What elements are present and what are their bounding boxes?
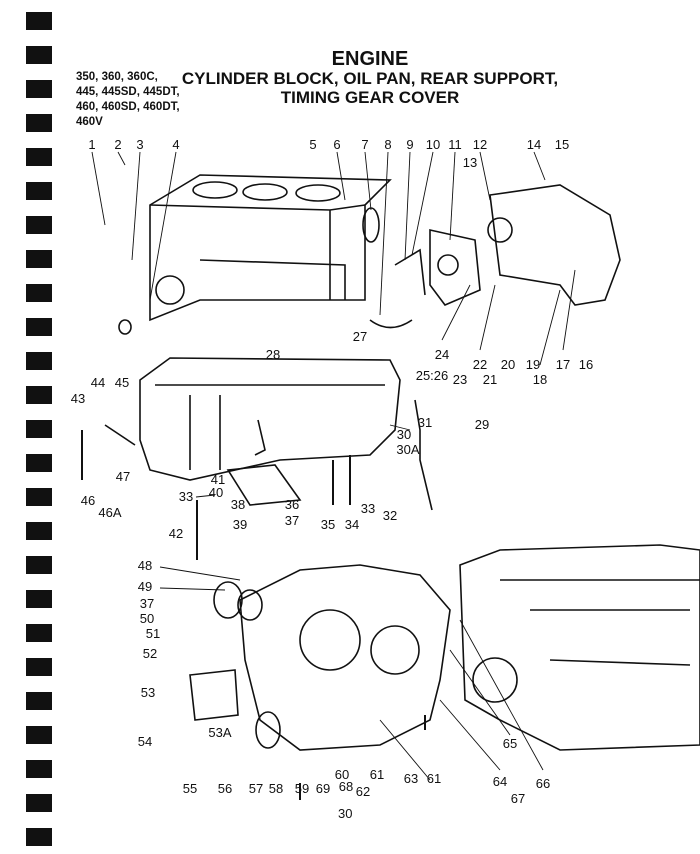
bolts-drawing [81,430,426,800]
callout: 11 [448,137,462,152]
engine-block-cutaway-drawing [459,544,700,751]
callout: 25:26 [415,368,449,383]
rear-support-drawing [104,184,621,446]
subtitle-line-2: TIMING GEAR COVER [280,88,460,107]
callout: 14 [526,137,542,152]
callout: 22 [472,357,488,372]
model-line: 445, 445SD, 445DT, [76,86,180,98]
callout: 46A [98,505,122,520]
callout: 48 [137,558,153,573]
callout: 36 [284,497,300,512]
callout: 15 [554,137,570,152]
cylinder-block-drawing [118,174,392,335]
callout: 62 [355,784,371,799]
callout: 33 [360,501,376,516]
callout: 46 [80,493,96,508]
callout: 67 [510,791,526,806]
callout: 61 [369,767,385,782]
oil-pan-drawing [139,357,401,506]
callout: 55 [182,781,198,796]
callout: 42 [168,526,184,541]
callout: 61 [426,771,442,786]
callout: 49 [137,579,153,594]
callout: 33 [178,489,194,504]
callout: 24 [434,347,450,362]
callout: 68 [338,779,354,794]
subtitle-line-1: CYLINDER BLOCK, OIL PAN, REAR SUPPORT, [181,69,559,88]
callout: 10 [425,137,441,152]
timing-gear-cover-drawing [189,564,451,751]
callout: 34 [344,517,360,532]
callout: 53A [208,725,232,740]
callout: 12 [472,137,488,152]
callout: 19 [525,357,541,372]
callout: 58 [268,781,284,796]
callout: 41 [210,472,226,487]
callout: 4 [172,137,180,152]
callout: 1 [88,137,96,152]
model-list: 350, 360, 360C, 445, 445SD, 445DT, 460, … [76,70,180,130]
model-line: 350, 360, 360C, [76,71,158,83]
callout: 28 [265,347,281,362]
model-line: 460, 460SD, 460DT, [76,101,180,113]
callout: 23 [452,372,468,387]
callout: 64 [492,774,508,789]
callout: 32 [382,508,398,523]
callout: 9 [406,137,414,152]
callout: 66 [535,776,551,791]
callout: 44 [90,375,106,390]
callout: 2 [114,137,122,152]
callout: 54 [137,734,153,749]
callout: 13 [462,155,478,170]
callout: 27 [352,329,368,344]
callout: 37 [284,513,300,528]
leader-lines [91,151,576,781]
callout: 51 [145,626,161,641]
dipstick-drawing [414,399,433,511]
callout: 6 [333,137,341,152]
spiral-binding [26,0,52,854]
callout: 65 [502,736,518,751]
callout: 20 [500,357,516,372]
callout: 3 [136,137,144,152]
callout: 69 [315,781,331,796]
callout: 35 [320,517,336,532]
callout: 30 [396,427,412,442]
callout: 21 [482,372,498,387]
callout: 18 [532,372,548,387]
callout: 5 [309,137,317,152]
callout: 8 [384,137,392,152]
callout: 30A [396,442,420,457]
callout: 7 [361,137,369,152]
callout: 37 [139,596,155,611]
callout: 39 [232,517,248,532]
model-line: 460V [76,116,103,128]
callout: 56 [217,781,233,796]
callout: 59 [294,781,310,796]
binding-edge [52,0,55,854]
callout: 16 [578,357,594,372]
callout: 57 [248,781,264,796]
callout: 50 [139,611,155,626]
callout: 31 [417,415,433,430]
page-number: 30 [338,806,353,821]
callout: 60 [334,767,350,782]
callout: 40 [208,485,224,500]
callout: 38 [230,497,246,512]
callout: 43 [70,391,86,406]
callout: 17 [555,357,571,372]
callout: 52 [142,646,158,661]
page-title: ENGINE [331,48,409,70]
callout: 47 [115,469,131,484]
callout: 45 [114,375,130,390]
callout: 29 [474,417,490,432]
callout: 53 [140,685,156,700]
callout: 63 [403,771,419,786]
